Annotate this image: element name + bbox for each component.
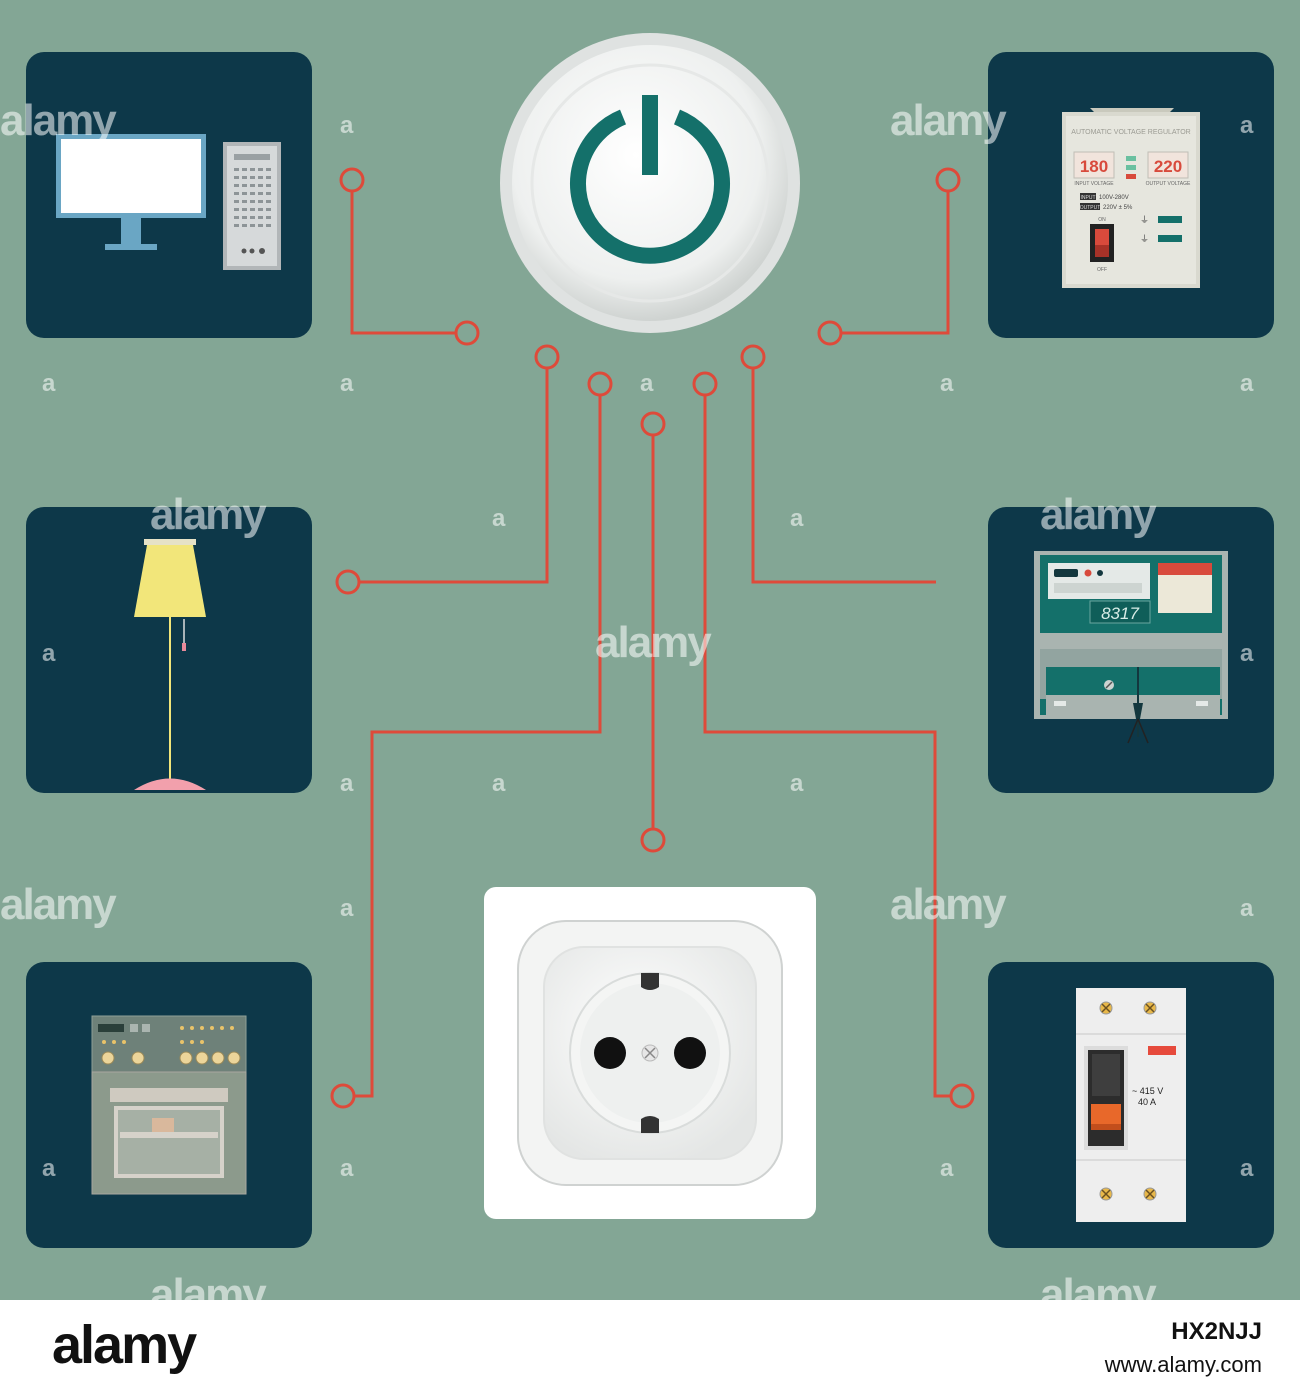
illustration: AUTOMATIC VOLTAGE REGULATOR 180 220 INPU… bbox=[0, 33, 1274, 1319]
terminal bbox=[935, 167, 961, 193]
breaker-tile: ~ 415 V 40 A bbox=[988, 962, 1274, 1248]
voltage-regulator-icon: AUTOMATIC VOLTAGE REGULATOR 180 220 INPU… bbox=[1062, 108, 1200, 288]
wire-lamp bbox=[360, 369, 549, 584]
watermark-mark: a bbox=[340, 370, 354, 397]
socket-hole bbox=[594, 1037, 626, 1069]
watermark-mark: a bbox=[1240, 112, 1254, 139]
terminal bbox=[454, 320, 480, 346]
lamp-tile bbox=[26, 507, 312, 793]
terminal bbox=[640, 411, 666, 437]
breaker-current: 40 A bbox=[1138, 1097, 1156, 1107]
watermark-mark: a bbox=[340, 1155, 354, 1182]
watermark-mark: a bbox=[42, 640, 56, 667]
wire-regulator bbox=[842, 192, 950, 335]
meter-reading: 8317 bbox=[1101, 604, 1139, 623]
watermark-mark: a bbox=[640, 370, 654, 397]
computer-icon bbox=[56, 134, 281, 270]
circuit-breaker-icon: ~ 415 V 40 A bbox=[1076, 988, 1186, 1222]
watermark-mark: a bbox=[1240, 640, 1254, 667]
output-voltage-value: 220 bbox=[1154, 157, 1182, 176]
wire-terminals bbox=[330, 167, 975, 1109]
terminal bbox=[587, 371, 613, 397]
wire-breaker bbox=[703, 396, 950, 1098]
watermark-mark: a bbox=[340, 895, 354, 922]
footer-logo: alamy bbox=[52, 1315, 197, 1375]
stove-tile bbox=[26, 962, 312, 1248]
terminal bbox=[640, 827, 666, 853]
watermark-brand: alamy bbox=[890, 880, 1007, 929]
watermark-mark: a bbox=[340, 770, 354, 797]
meter-tile: 8317 bbox=[988, 507, 1274, 793]
watermark-mark: a bbox=[1240, 1155, 1254, 1182]
ground-contact bbox=[641, 1116, 659, 1133]
watermark-mark: a bbox=[340, 112, 354, 139]
electric-stove-icon bbox=[91, 1015, 247, 1195]
socket-hole bbox=[674, 1037, 706, 1069]
ground-contact bbox=[641, 973, 659, 990]
watermark-mark: a bbox=[940, 370, 954, 397]
watermark-mark: a bbox=[492, 505, 506, 532]
power-button bbox=[500, 33, 800, 333]
floor-lamp-icon bbox=[134, 539, 206, 790]
terminal bbox=[534, 344, 560, 370]
watermark-brand: alamy bbox=[150, 490, 267, 539]
breaker-voltage: ~ 415 V bbox=[1132, 1086, 1163, 1096]
switch-on-label: ON bbox=[1098, 217, 1106, 223]
terminal bbox=[330, 1083, 356, 1109]
input-voltage-caption: INPUT VOLTAGE bbox=[1074, 181, 1114, 187]
stock-footer: alamy HX2NJJ www.alamy.com bbox=[0, 1300, 1300, 1390]
output-voltage-caption: OUTPUT VOLTAGE bbox=[1146, 181, 1191, 187]
watermark-mark: a bbox=[492, 770, 506, 797]
regulator-title: AUTOMATIC VOLTAGE REGULATOR bbox=[1071, 129, 1190, 136]
power-icon bbox=[570, 95, 730, 264]
terminal bbox=[335, 569, 361, 595]
ground-symbol: ⏚ bbox=[1140, 234, 1149, 244]
watermark-brand: alamy bbox=[1040, 490, 1157, 539]
watermark-brand: alamy bbox=[595, 618, 712, 667]
watermark-brand: alamy bbox=[890, 96, 1007, 145]
wire-meter bbox=[751, 369, 936, 584]
input-tag: INPUT bbox=[1081, 195, 1096, 201]
input-voltage-value: 180 bbox=[1080, 157, 1108, 176]
output-tag: OUTPUT bbox=[1080, 205, 1101, 211]
switch-off-label: OFF bbox=[1097, 267, 1107, 273]
terminal bbox=[339, 167, 365, 193]
terminal bbox=[692, 371, 718, 397]
wall-socket bbox=[484, 887, 816, 1219]
circuit-wires bbox=[330, 167, 975, 1109]
computer-tile bbox=[26, 52, 312, 338]
wire-oven bbox=[355, 396, 602, 1098]
watermark-mark: a bbox=[940, 1155, 954, 1182]
ground-symbol: ⏚ bbox=[1140, 215, 1149, 225]
watermark-mark: a bbox=[790, 770, 804, 797]
terminal bbox=[817, 320, 843, 346]
voltage-regulator-tile: AUTOMATIC VOLTAGE REGULATOR 180 220 INPU… bbox=[988, 52, 1274, 338]
output-range: 220V ± 5% bbox=[1103, 205, 1133, 211]
watermark-mark: a bbox=[42, 1155, 56, 1182]
watermark-brand: alamy bbox=[0, 880, 117, 929]
watermark-brand: alamy bbox=[0, 96, 117, 145]
terminal bbox=[949, 1083, 975, 1109]
watermark-mark: a bbox=[1240, 895, 1254, 922]
input-range: 100V-280V bbox=[1099, 195, 1129, 201]
footer-url: www.alamy.com bbox=[1104, 1352, 1262, 1377]
wire-computer bbox=[350, 192, 455, 335]
terminal bbox=[740, 344, 766, 370]
watermark-mark: a bbox=[42, 370, 56, 397]
watermark-mark: a bbox=[790, 505, 804, 532]
watermark-mark: a bbox=[1240, 370, 1254, 397]
image-id: HX2NJJ bbox=[1171, 1318, 1262, 1345]
electricity-meter-icon: 8317 bbox=[1034, 551, 1228, 744]
